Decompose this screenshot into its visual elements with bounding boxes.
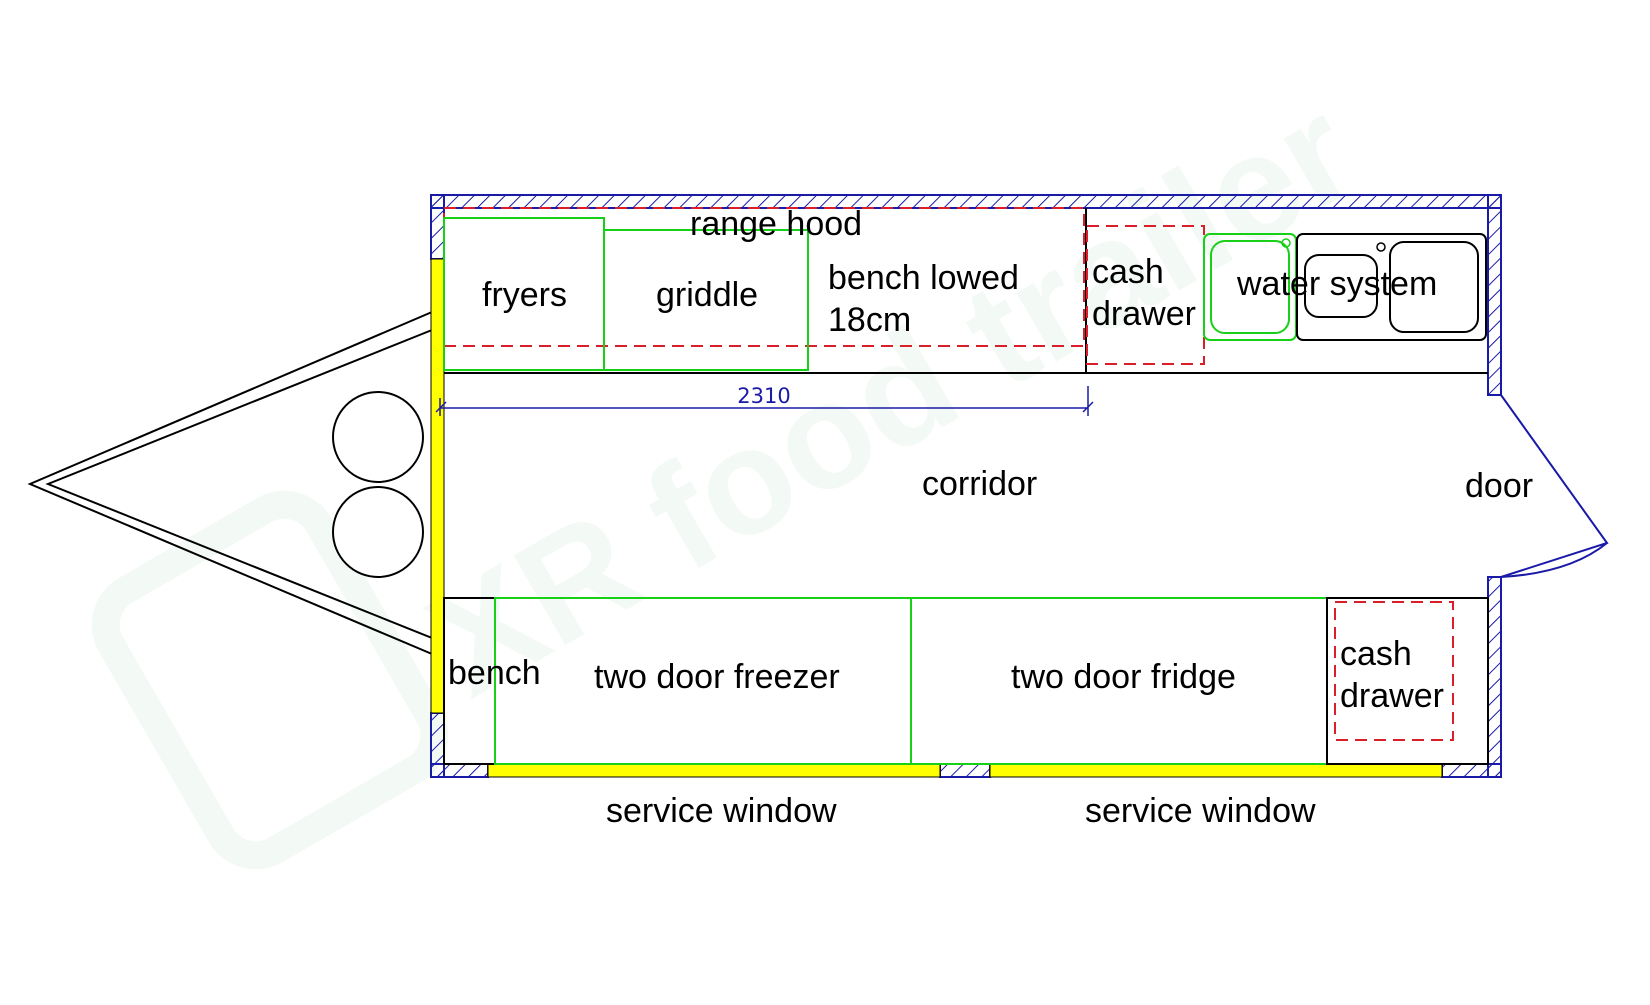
range-hood-label: range hood	[690, 205, 862, 243]
bench-lowed-label-line2: 18cm	[828, 301, 911, 339]
service-window-right-opening	[989, 763, 1443, 778]
wheel-icon	[332, 486, 424, 578]
door-label: door	[1465, 467, 1533, 505]
watermark: XR food trailer	[91, 65, 1381, 870]
watermark-text: XR food trailer	[402, 65, 1381, 727]
cash-drawer-top-label-line1: cash	[1092, 253, 1164, 291]
bench-label: bench	[448, 654, 541, 692]
cash-drawer-bottom-outline	[1334, 601, 1454, 741]
bench-lowed-label-line1: bench lowed	[828, 259, 1019, 297]
service-window-left-label: service window	[606, 792, 837, 830]
tow-hitch-icon	[27, 311, 433, 655]
service-window-right-label: service window	[1085, 792, 1316, 830]
two-door-freezer-label: two door freezer	[594, 658, 840, 696]
cash-drawer-bottom-label-line1: cash	[1340, 635, 1412, 673]
door-swing-icon	[1500, 394, 1609, 578]
corridor-label: corridor	[922, 465, 1037, 503]
sink-icon	[1203, 233, 1487, 341]
fryers-label: fryers	[482, 276, 567, 314]
cash-drawer-top-label-line2: drawer	[1092, 295, 1196, 333]
dimension-value: 2310	[737, 384, 790, 408]
cash-drawer-top-outline	[1086, 225, 1205, 365]
cash-drawer-bottom-label-line2: drawer	[1340, 677, 1444, 715]
trailer-walls	[430, 194, 1502, 778]
wheel-icon	[332, 391, 424, 483]
front-window	[430, 258, 445, 714]
water-system-label: water system	[1236, 265, 1437, 303]
two-door-fridge-label: two door fridge	[1011, 658, 1236, 696]
griddle-unit	[603, 229, 809, 371]
dimension-line: 2310	[435, 384, 1094, 416]
griddle-label: griddle	[656, 276, 758, 314]
cash-drawer-bottom-cabinet	[1326, 597, 1489, 765]
service-window-left-opening	[487, 763, 941, 778]
